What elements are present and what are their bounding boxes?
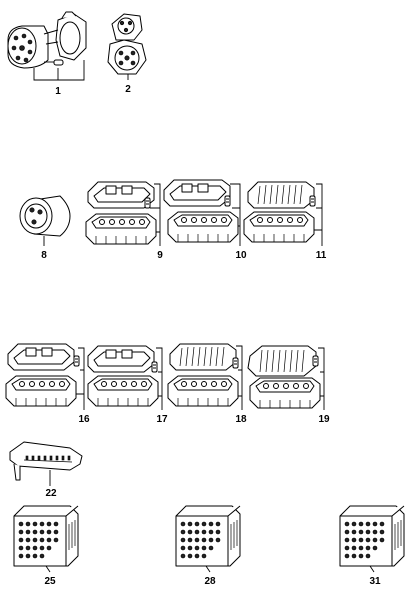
callout-9: 9 — [157, 250, 163, 261]
part-2-connector: 2 — [107, 13, 147, 95]
part-25-block: 25 — [13, 505, 79, 587]
part-18-housing: 18 — [167, 343, 247, 425]
part-8-round-connector: 8 — [19, 195, 71, 261]
part-10-housing: 10 — [163, 179, 247, 261]
callout-19: 19 — [318, 414, 330, 425]
callout-2: 2 — [125, 84, 131, 95]
callout-11: 11 — [316, 250, 327, 261]
callout-8: 8 — [41, 250, 47, 261]
part-17-housing: 17 — [87, 345, 168, 425]
part-16-housing: 16 — [5, 343, 90, 425]
part-1-connector: 1 — [7, 11, 87, 97]
part-19-housing: 19 — [247, 345, 330, 425]
callout-16: 16 — [78, 414, 90, 425]
part-22-connector-strip: 22 — [9, 441, 83, 499]
callout-31: 31 — [369, 576, 381, 587]
callout-25: 25 — [44, 576, 56, 587]
callout-28: 28 — [204, 576, 216, 587]
callout-10: 10 — [235, 250, 247, 261]
callout-22: 22 — [45, 488, 57, 499]
callout-1: 1 — [55, 86, 61, 97]
part-28-block: 28 — [175, 505, 241, 587]
callout-17: 17 — [156, 414, 168, 425]
callout-18: 18 — [235, 414, 247, 425]
part-11-housing: 11 — [243, 181, 327, 261]
part-31-block: 31 — [339, 505, 405, 587]
part-9-housing: 9 — [85, 181, 163, 261]
